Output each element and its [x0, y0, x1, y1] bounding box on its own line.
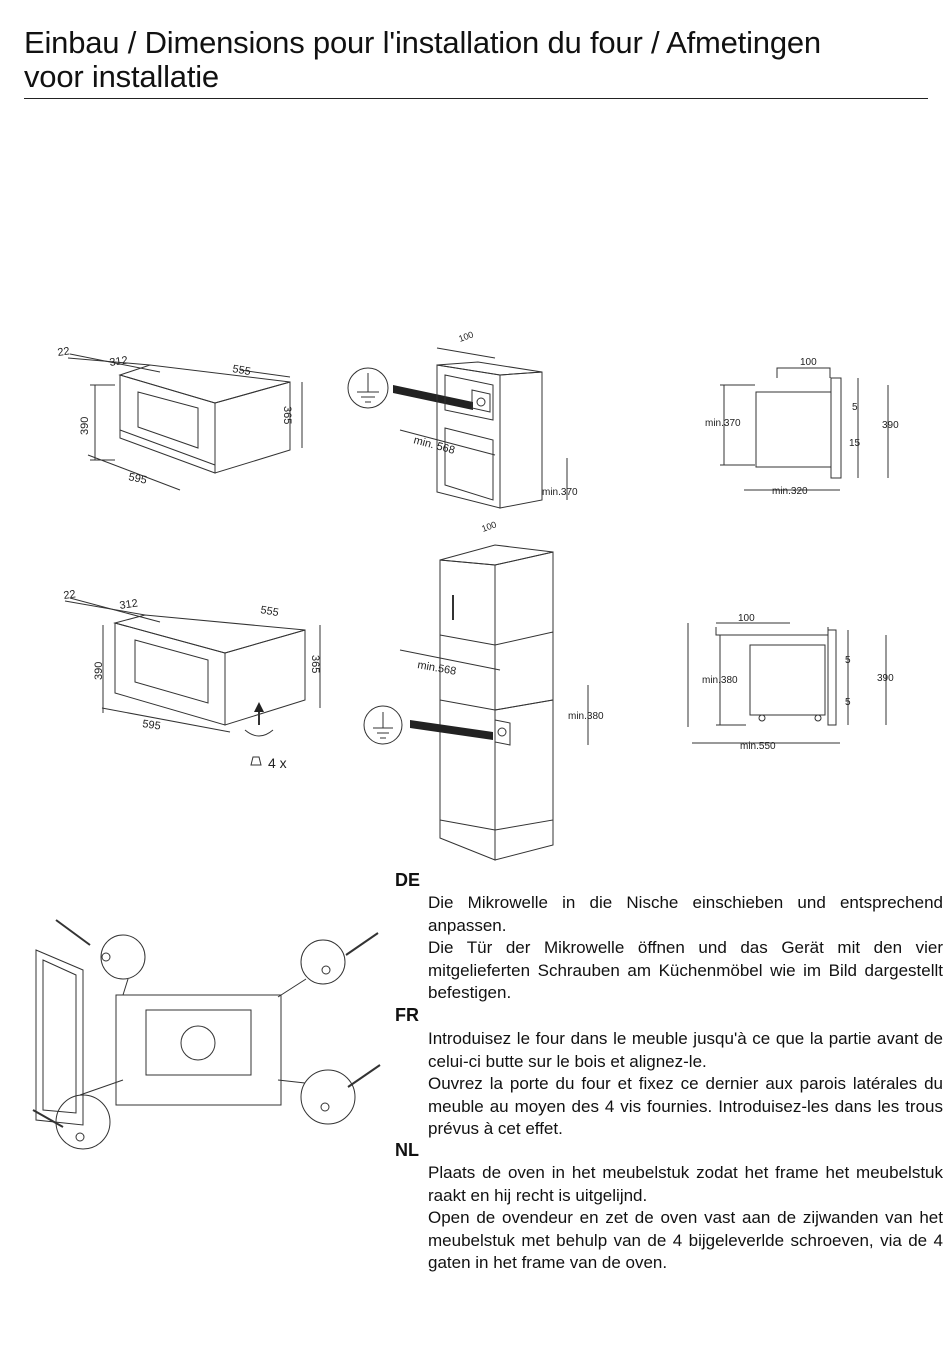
fig4-dim-min380: min.380 — [568, 711, 604, 722]
fig3-dim-100: 100 — [457, 329, 475, 344]
fig1-dim-595: 595 — [127, 471, 147, 487]
fig1-dim-312: 312 — [109, 355, 129, 369]
fig3-dim-min568: min. 568 — [412, 434, 456, 457]
fig3-dim-min370: min.370 — [542, 487, 578, 498]
title-rule — [24, 98, 928, 99]
fig5-dim-5: 5 — [852, 402, 858, 413]
instructions-fr: Introduisez le four dans le meuble jusqu… — [428, 1028, 943, 1141]
callout-top-right — [300, 939, 346, 985]
cabinet-niche-drawing-bottom: 100 min.568 min.380 — [363, 519, 604, 861]
fig5-dim-min320: min.320 — [772, 486, 808, 497]
callout-bottom-left — [55, 1094, 111, 1150]
fig4-dim-min568: min.568 — [416, 659, 457, 678]
instructions-de-p1: Die Mikrowelle in die Nische einschieben… — [428, 893, 943, 935]
fig4-dim-100: 100 — [480, 519, 498, 534]
page-title-line2: voor installatie — [24, 59, 219, 94]
fig1-dim-555: 555 — [231, 363, 251, 378]
side-section-drawing-top: 100 min.370 5 15 390 min.320 — [705, 357, 899, 497]
fig5-dim-390: 390 — [882, 420, 899, 431]
fig1-dim-365: 365 — [281, 406, 293, 424]
instructions-nl-p1: Plaats de oven in het meubelstuk zodat h… — [428, 1163, 943, 1205]
instructions-nl-p2: Open de ovendeur en zet de oven vast aan… — [428, 1208, 943, 1273]
fig5-dim-15: 15 — [849, 438, 861, 449]
microwave-dimension-drawing-bottom: 22 312 555 390 365 595 4 x — [63, 588, 321, 771]
fig2-dim-555: 555 — [259, 604, 279, 619]
instructions-fr-p2: Ouvrez la porte du four et fixez ce dern… — [428, 1074, 943, 1139]
callout-top-left — [100, 934, 146, 980]
screw-icon — [32, 919, 381, 1128]
fig5-dim-100: 100 — [800, 357, 817, 368]
fig5-dim-min370: min.370 — [705, 418, 741, 429]
ground-symbol-icon — [363, 705, 403, 745]
instructions-de: Die Mikrowelle in die Nische einschieben… — [428, 892, 943, 1005]
fig6-dim-min380: min.380 — [702, 675, 738, 686]
fig2-dim-312: 312 — [119, 598, 139, 612]
fig6-dim-5a: 5 — [845, 655, 851, 666]
fig1-dim-22: 22 — [57, 345, 71, 359]
instructions-nl: Plaats de oven in het meubelstuk zodat h… — [428, 1162, 943, 1275]
fig6-dim-5b: 5 — [845, 697, 851, 708]
page-title: Einbau / Dimensions pour l'installation … — [24, 26, 930, 94]
ground-symbol-icon — [347, 367, 389, 409]
instructions-de-p2: Die Tür der Mikrowelle öffnen und das Ge… — [428, 938, 943, 1003]
fig2-dim-22: 22 — [63, 588, 77, 602]
lang-label-de: DE — [395, 870, 421, 890]
fig2-dim-595: 595 — [142, 718, 162, 732]
callout-bottom-right — [300, 1069, 356, 1125]
lang-label-fr: FR — [395, 1005, 419, 1025]
instructions-fr-p1: Introduisez le four dans le meuble jusqu… — [428, 1029, 943, 1071]
fig2-dim-365: 365 — [309, 655, 321, 673]
page-title-line1: Einbau / Dimensions pour l'installation … — [24, 25, 821, 60]
fig6-dim-100: 100 — [738, 613, 755, 624]
lang-label-nl: NL — [395, 1140, 419, 1160]
screw-fixing-drawing — [32, 919, 381, 1150]
cabinet-niche-drawing-top: 100 min. 568 min.370 — [347, 329, 578, 509]
fig6-dim-390: 390 — [877, 673, 894, 684]
fig1-dim-390: 390 — [79, 417, 91, 435]
side-section-drawing-bottom: 100 min.380 5 5 390 min.550 — [687, 613, 894, 752]
fig2-screw-count: 4 x — [268, 755, 287, 771]
microwave-dimension-drawing-top: 22 312 555 390 365 595 — [57, 345, 303, 491]
screw-icon — [250, 756, 262, 766]
fig2-dim-390: 390 — [93, 662, 105, 680]
fig6-dim-min550: min.550 — [740, 741, 776, 752]
